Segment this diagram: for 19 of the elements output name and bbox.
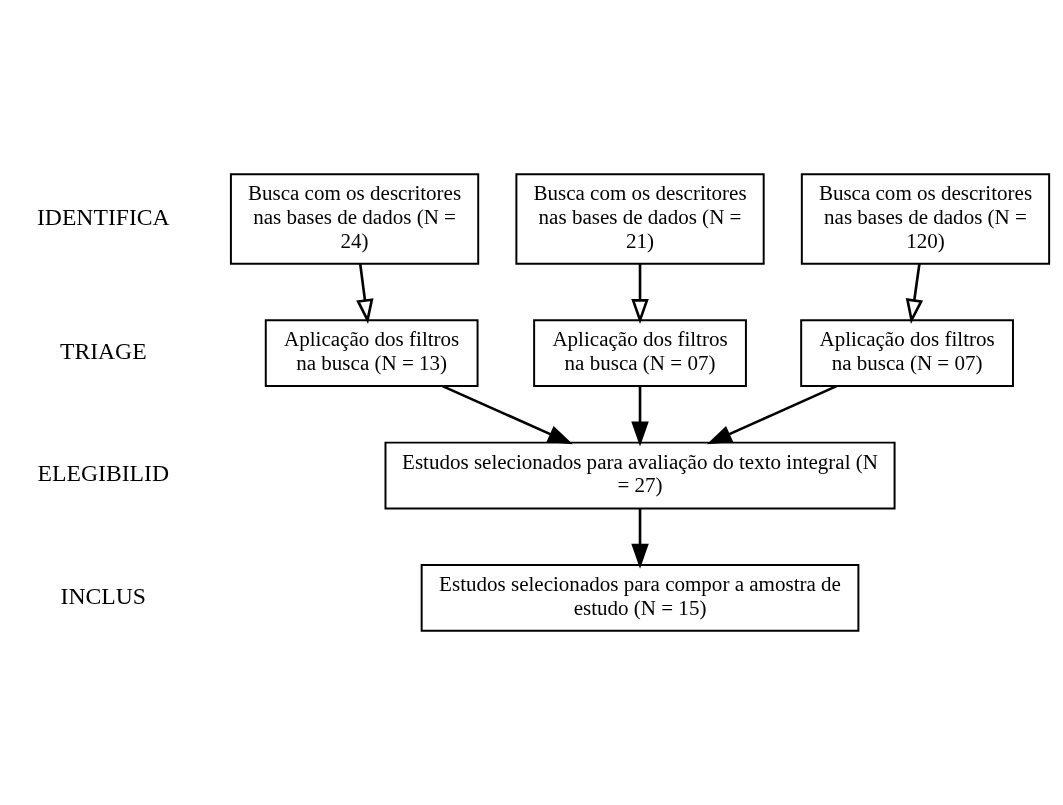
label: ELEGIBILID <box>37 460 169 487</box>
arrow <box>905 263 924 325</box>
node-box: Busca com os descritores nas bases de dados (N = 120) <box>800 173 1051 265</box>
node-box: Aplicação dos filtros na busca (N = 07) <box>533 319 747 388</box>
node-box: Busca com os descritores nas bases de dados (N = 21) <box>515 173 765 265</box>
label: IDENTIFICA <box>36 203 170 230</box>
arrow <box>631 263 649 325</box>
node-box: Busca com os descritores nas bases de dados (N = 24) <box>229 173 480 265</box>
node-box: Estudos selecionados para avaliação do texto integral (N = 27) <box>384 441 896 510</box>
node-box: Aplicação dos filtros na busca (N = 07) <box>800 319 1014 388</box>
label: INCLUS <box>60 582 147 609</box>
arrow <box>442 384 573 445</box>
arrow <box>631 508 649 569</box>
node-box: Aplicação dos filtros na busca (N = 13) <box>264 319 479 388</box>
node-box: Estudos selecionados para compor a amostra de estudo (N = 15) <box>420 563 860 632</box>
label: TRIAGE <box>59 337 147 364</box>
arrow <box>706 384 838 445</box>
arrow <box>631 386 649 447</box>
arrow <box>356 263 374 325</box>
